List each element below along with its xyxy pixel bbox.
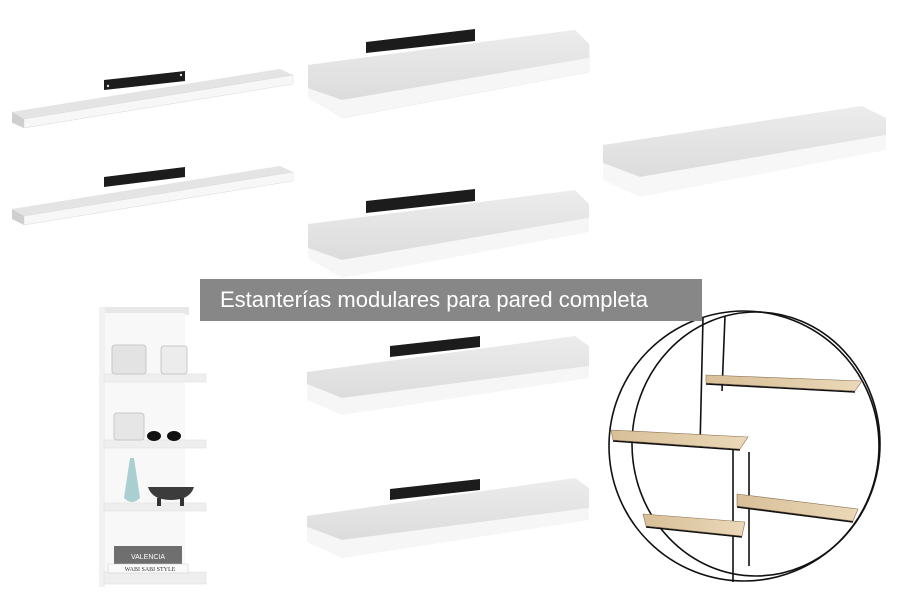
floating-shelf-6 (307, 336, 589, 415)
book-bottom-title: WABI SABI STYLE (125, 567, 176, 573)
book-top-title: VALENCIA (131, 554, 165, 561)
bracket-icon (366, 29, 475, 53)
column-shelf: VALENCIA WABI SABI STYLE (99, 307, 207, 587)
floating-shelf-5 (603, 106, 886, 197)
bracket-icon (104, 167, 185, 187)
bracket-icon (390, 336, 480, 357)
round-shelf (608, 310, 881, 582)
bracket-icon (390, 479, 480, 500)
floating-shelf-4 (308, 189, 589, 278)
floating-shelf-3 (308, 29, 590, 119)
floating-shelf-2 (12, 166, 294, 226)
bracket-icon (104, 71, 185, 90)
bracket-icon (366, 189, 475, 213)
floating-shelf-7 (307, 478, 589, 558)
caption-banner: Estanterías modulares para pared complet… (200, 279, 702, 321)
floating-shelf-1 (12, 69, 294, 129)
